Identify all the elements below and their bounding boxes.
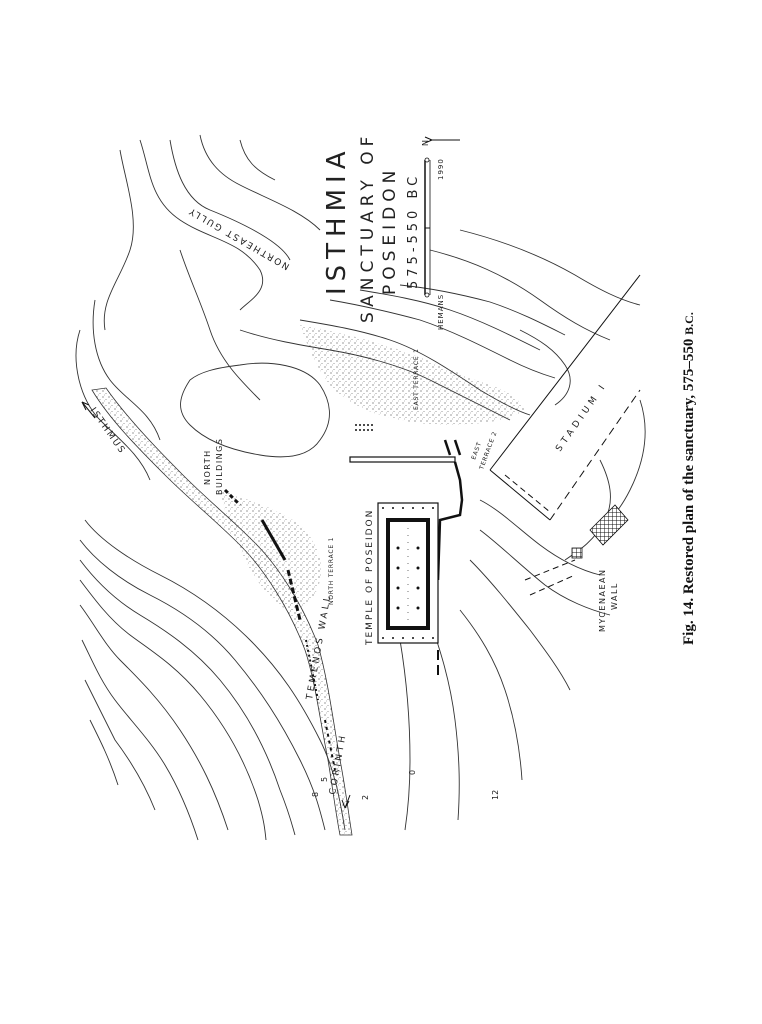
contour-2: 2 [361,795,370,800]
label-north-buildings-1: NORTH [203,449,212,485]
label-north-buildings-2: BUILDINGS [215,438,224,495]
map-dates: 575-550 BC [406,173,421,289]
svg-text:Fig. 14. Restored plan of the: Fig. 14. Restored plan of the sanctuary,… [681,312,697,645]
label-mycenaean-1: MYCENAEAN [598,569,607,632]
label-temple: TEMPLE OF POSEIDON [365,509,375,646]
contour-0: 0 [408,770,417,775]
stadium-i [489,274,641,521]
label-east-terrace-2b: TERRACE 2 [478,430,499,471]
title-block: ISTHMIA SANCTUARY OF POSEIDON 575-550 BC [322,132,421,323]
label-east-terrace-1: EAST TERRACE 1 [413,348,420,410]
isthmus-road [91,387,353,836]
label-stadium: STADIUM I [554,381,609,454]
direction-arrows [81,401,351,809]
scale-label: HEMANS [437,294,445,330]
map-title: ISTHMIA [322,146,352,296]
label-north-terrace: NORTH TERRACE 1 [328,537,335,605]
label-mycenaean-2: WALL [610,582,619,610]
caption-text: Restored plan of the sanctuary, 575–550 [681,335,697,594]
label-northeast-gully: NORTHEAST GULLY [186,205,291,271]
contour-12: 12 [491,790,500,800]
north-label: N [421,140,430,146]
figure-caption: Fig. 14. Restored plan of the sanctuary,… [681,312,697,645]
temenos-wall [223,488,336,771]
temple-of-poseidon [377,502,439,675]
map-subtitle-2: POSEIDON [380,166,400,295]
mycenaean-wall [524,504,629,596]
map-subtitle: SANCTUARY OF [358,132,378,323]
contour-5: 5 [320,777,329,782]
map-year: 1990 [437,158,445,180]
caption-prefix: Fig. 14. [681,594,697,645]
place-labels: NORTHEAST GULLY ISTHMUS NORTH BUILDINGS … [88,205,619,796]
north-arrow [424,136,460,144]
east-terrace-walls [349,424,464,581]
stippled-terraces [220,325,525,612]
scale-bar [424,157,431,298]
contour-numbers: 0 2 8 12 5 [311,770,500,800]
caption-suffix: B.C. [682,312,696,335]
contour-8: 8 [311,792,320,797]
